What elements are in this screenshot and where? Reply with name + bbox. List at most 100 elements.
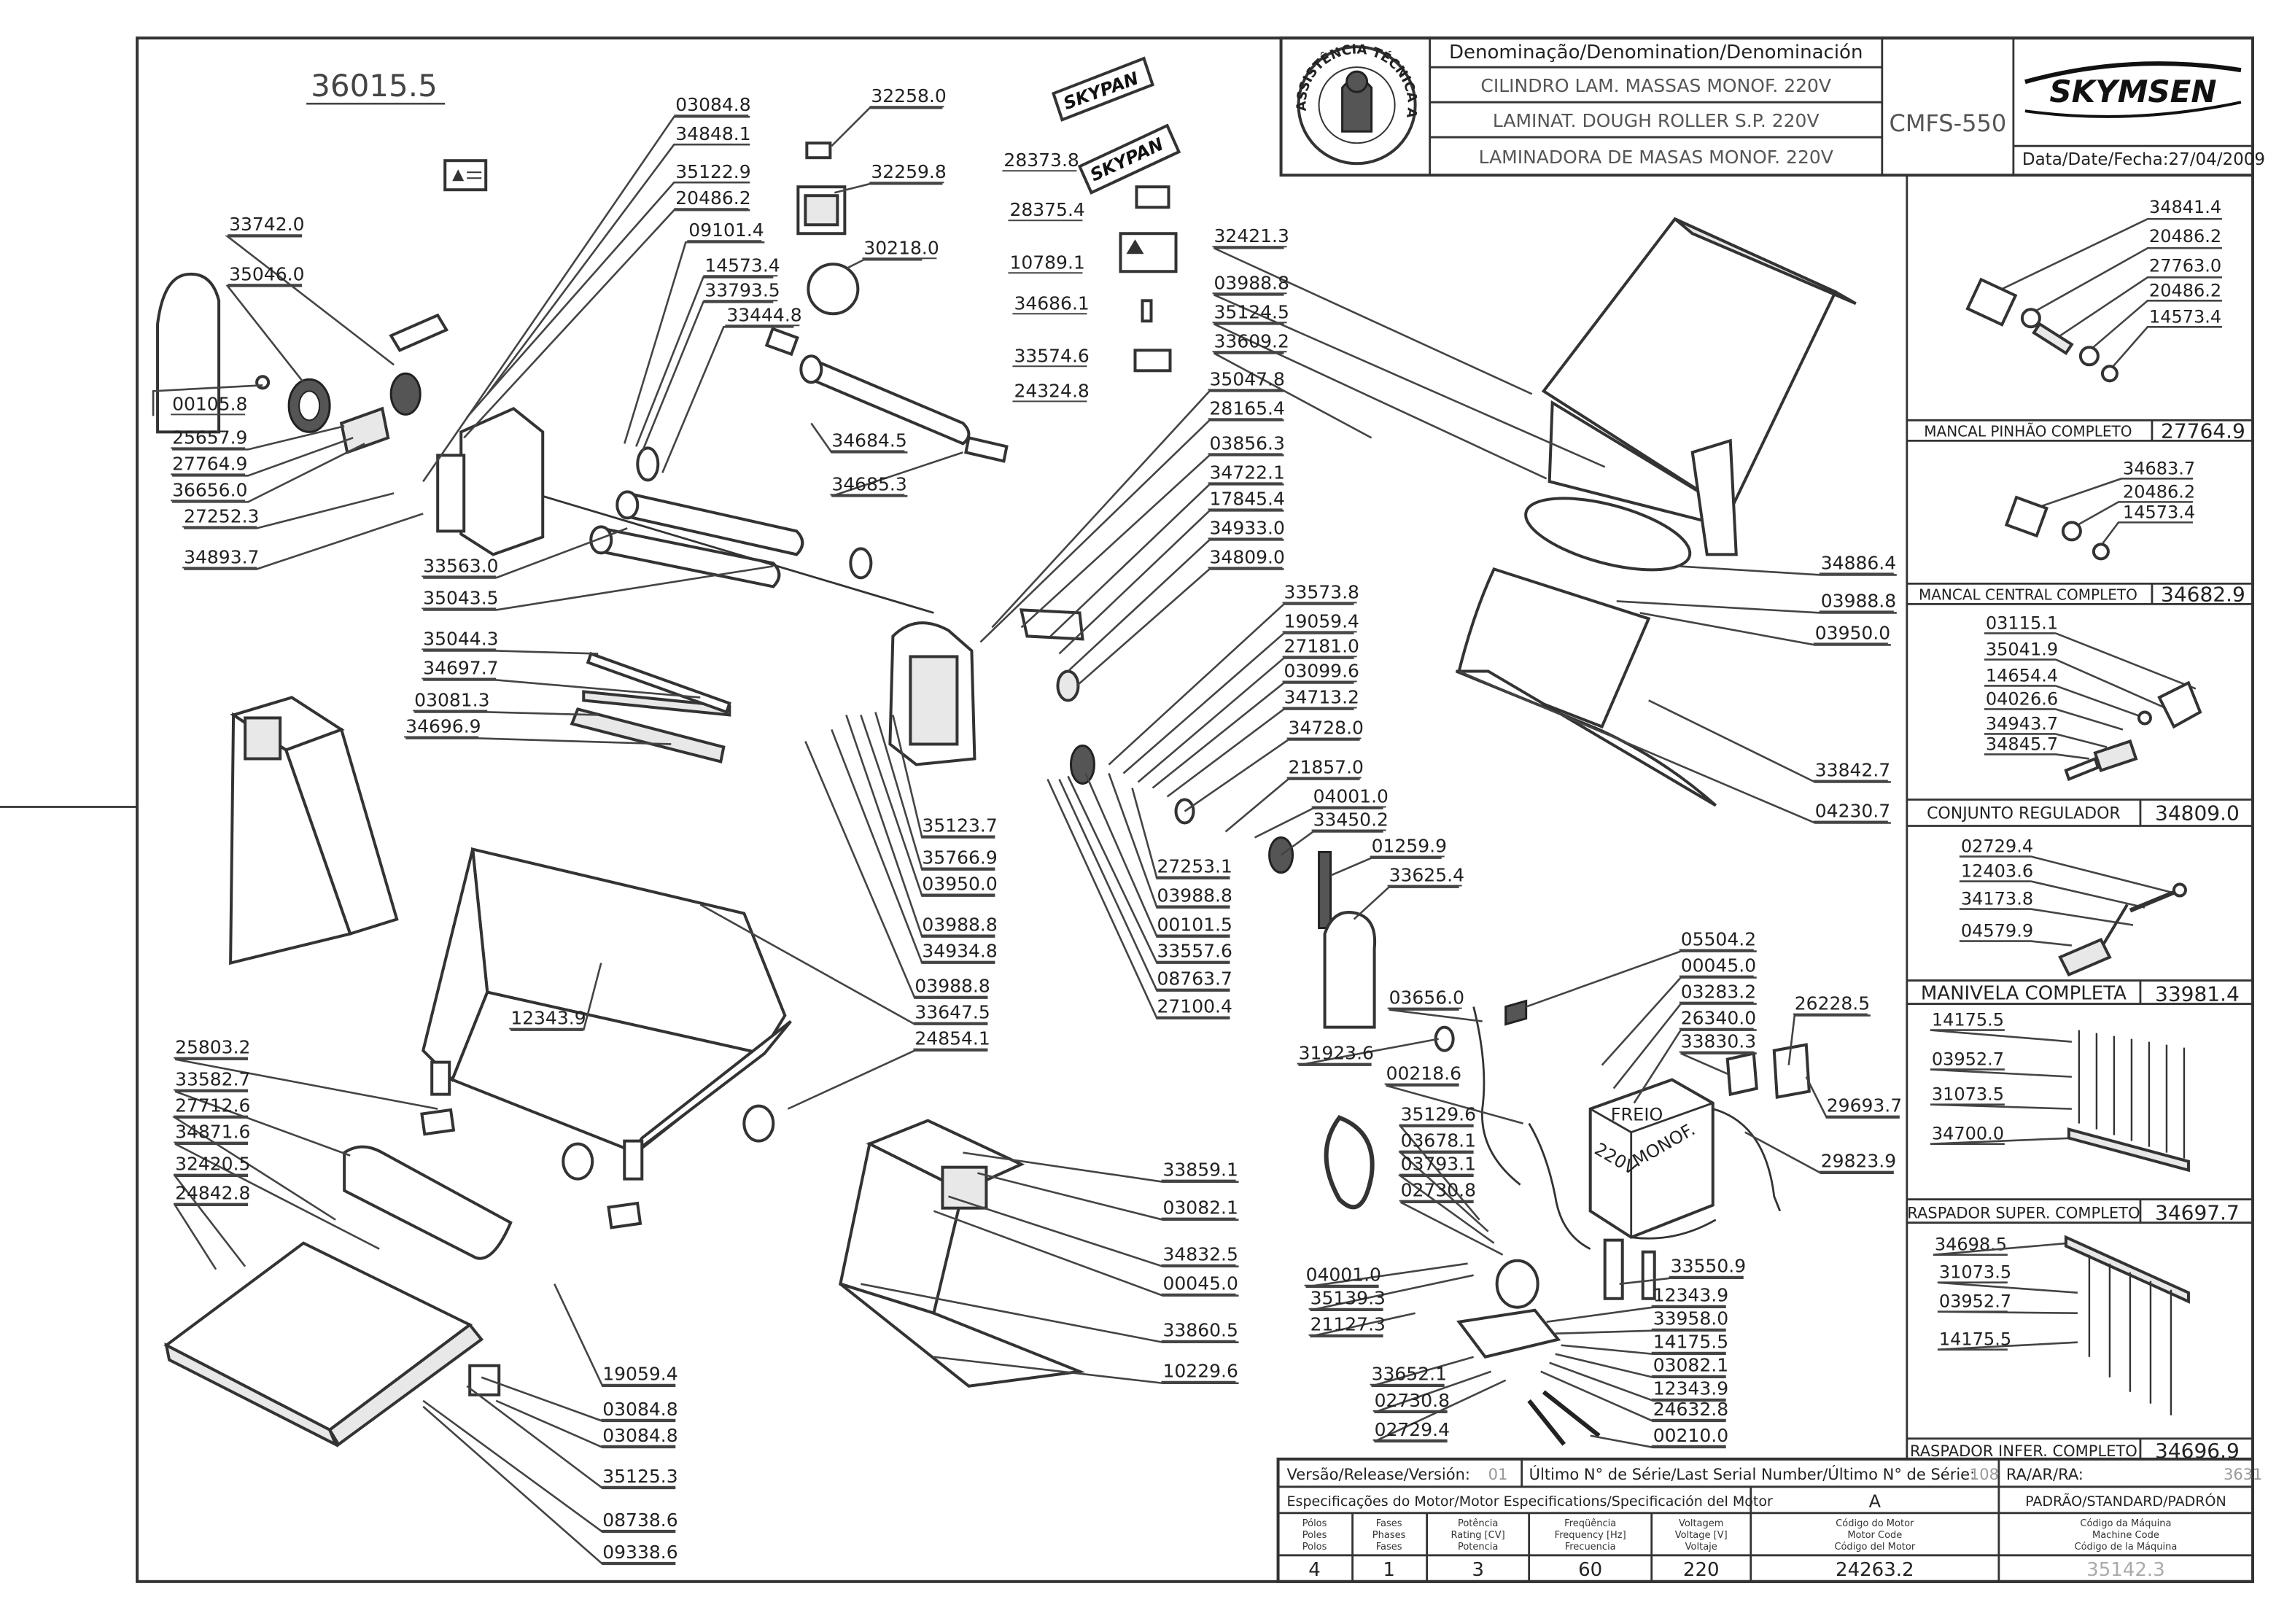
- freio-box: FREIO 220V MONOF.: [1588, 1078, 1715, 1239]
- part-label: 20486.2: [2149, 280, 2221, 300]
- part-number-label: 34685.3: [831, 473, 906, 494]
- part-number-label: 34933.0: [1210, 517, 1285, 538]
- warning-label-sticker: [443, 159, 488, 192]
- subassembly-2-name: CONJUNTO REGULADOR: [1927, 805, 2121, 823]
- part-number-label: 03856.3: [1210, 432, 1285, 454]
- part-number-label: 03084.8: [602, 1425, 677, 1446]
- illustration: FREIO 220V MONOF. SKYPAN SKYPAN: [156, 56, 1857, 1448]
- part-label: 14654.4: [1986, 665, 2058, 685]
- part-number-label: 02729.4: [1375, 1419, 1450, 1440]
- part-number-label: 03082.1: [1163, 1197, 1238, 1219]
- part-number-label: 03950.0: [1815, 622, 1890, 643]
- part-number-label: 01259.9: [1372, 836, 1447, 857]
- part-number-label: 35766.9: [922, 847, 997, 869]
- part-number-label: 14573.4: [704, 255, 780, 276]
- part-number-label: 33450.2: [1313, 809, 1389, 831]
- part-number-label: 17845.4: [1210, 488, 1285, 509]
- part-label: 31073.5: [1939, 1262, 2011, 1283]
- central-bearing: [2004, 495, 2049, 538]
- col-head: Potencia: [1458, 1542, 1498, 1553]
- part-number-label: 03283.2: [1681, 982, 1756, 1003]
- subassembly-3-code: 33981.4: [2155, 982, 2240, 1006]
- frequency-value: 60: [1578, 1559, 1602, 1581]
- part-number-label: 35139.3: [1310, 1288, 1386, 1309]
- sticker-30218: [807, 263, 860, 316]
- drive-gear: [1069, 744, 1095, 785]
- part-number-label: 34728.0: [1289, 717, 1364, 738]
- col-head: Freqüência: [1564, 1518, 1616, 1529]
- part-number-label: 33860.5: [1163, 1320, 1238, 1341]
- part-number-label: 00045.0: [1681, 955, 1756, 976]
- part-number-label: 35123.7: [922, 815, 997, 836]
- part-number-label: 03656.0: [1389, 987, 1464, 1009]
- part-number-label: 08763.7: [1157, 968, 1232, 990]
- name-es: LAMINADORA DE MASAS MONOF. 220V: [1479, 147, 1833, 168]
- part-number-label: 03082.1: [1653, 1355, 1728, 1376]
- part-number-label: 34686.1: [1014, 292, 1089, 314]
- part-number-label: 33582.7: [175, 1069, 250, 1090]
- serial-label: Último N° de Série/Last Serial Number/Úl…: [1529, 1465, 1976, 1483]
- part-number-label: 24854.1: [914, 1028, 990, 1049]
- part-label: 34173.8: [1961, 889, 2033, 909]
- part-number-label: 32258.0: [871, 85, 946, 106]
- part-number-label: 14175.5: [1653, 1332, 1728, 1353]
- part-number-label: 33742.0: [229, 214, 304, 235]
- col-head: Pólos: [1302, 1518, 1327, 1529]
- part-number-label: 35122.9: [675, 161, 750, 182]
- name-en: LAMINAT. DOUGH ROLLER S.P. 220V: [1493, 110, 1820, 131]
- col-head: Fases: [1376, 1518, 1402, 1529]
- part-label: 35041.9: [1986, 639, 2058, 659]
- part-label: 27763.0: [2149, 255, 2221, 276]
- part-number-label: 33859.1: [1163, 1159, 1238, 1181]
- date-label: Data/Date/Fecha:27/04/2009: [2022, 150, 2265, 169]
- part-number-label: 34848.1: [675, 123, 750, 144]
- part-number-label: 03084.8: [675, 94, 750, 115]
- part-number-label: 35043.5: [423, 587, 498, 608]
- subassembly-5-name: RASPADOR INFER. COMPLETO: [1910, 1442, 2137, 1460]
- sticker-32258: [805, 141, 832, 160]
- roller-right: [1524, 497, 1692, 572]
- right-cover: [1323, 911, 1377, 1029]
- upper-tray: [1541, 217, 1857, 556]
- col-head: Motor Code: [1847, 1530, 1902, 1541]
- machine-stand: [421, 847, 792, 1181]
- part-number-label: 33573.8: [1284, 581, 1359, 602]
- col-head: Código do Motor: [1836, 1518, 1914, 1529]
- lower-scraper: [2064, 1235, 2190, 1415]
- poles-value: 4: [1308, 1559, 1321, 1581]
- part-number-label: 34713.2: [1284, 686, 1359, 707]
- rear-hopper: [839, 1119, 1086, 1388]
- part-number-label: 29693.7: [1827, 1095, 1902, 1116]
- part-number-label: 35124.5: [1214, 301, 1289, 322]
- part-number-label: 24324.8: [1014, 380, 1089, 401]
- bearing-hub: [339, 406, 390, 455]
- caster: [742, 1104, 775, 1143]
- part-number-label: 34697.7: [423, 657, 498, 678]
- part-number-label: 00210.0: [1653, 1425, 1728, 1446]
- part-number-label: 35129.6: [1401, 1104, 1476, 1125]
- part-number-label: 04001.0: [1313, 785, 1389, 807]
- part-number-label: 03988.8: [922, 914, 997, 936]
- part-number-label: 03950.0: [922, 874, 997, 895]
- subassembly-3-name: MANIVELA COMPLETA: [1921, 983, 2127, 1005]
- name-pt: CILINDRO LAM. MASSAS MONOF. 220V: [1480, 75, 1831, 96]
- part-number-label: 34893.7: [184, 546, 259, 567]
- drawing-number: 36015.5: [311, 68, 438, 104]
- part-number-label: 24842.8: [175, 1183, 250, 1204]
- part-number-label: 26340.0: [1681, 1008, 1756, 1029]
- part-label: 34943.7: [1986, 713, 2058, 734]
- subassembly-1-code: 34682.9: [2161, 582, 2245, 606]
- part-number-label: 27100.4: [1157, 996, 1232, 1017]
- part-number-label: 21127.3: [1310, 1314, 1386, 1335]
- part-number-label: 33625.4: [1389, 865, 1464, 886]
- part-number-label: 33574.6: [1014, 345, 1089, 366]
- cylinder-cover: [343, 1145, 513, 1260]
- part-number-label: 02730.8: [1401, 1180, 1476, 1201]
- part-number-label: 33444.8: [726, 304, 801, 325]
- part-label: 03115.1: [1986, 613, 2058, 633]
- subassembly-0-name: MANCAL PINHÃO COMPLETO: [1924, 422, 2132, 440]
- part-number-label: 34886.4: [1821, 552, 1896, 573]
- part-number-label: 10229.6: [1163, 1361, 1238, 1382]
- skypan-logo-2: SKYPAN: [1077, 123, 1181, 195]
- part-number-label: 33550.9: [1671, 1256, 1746, 1277]
